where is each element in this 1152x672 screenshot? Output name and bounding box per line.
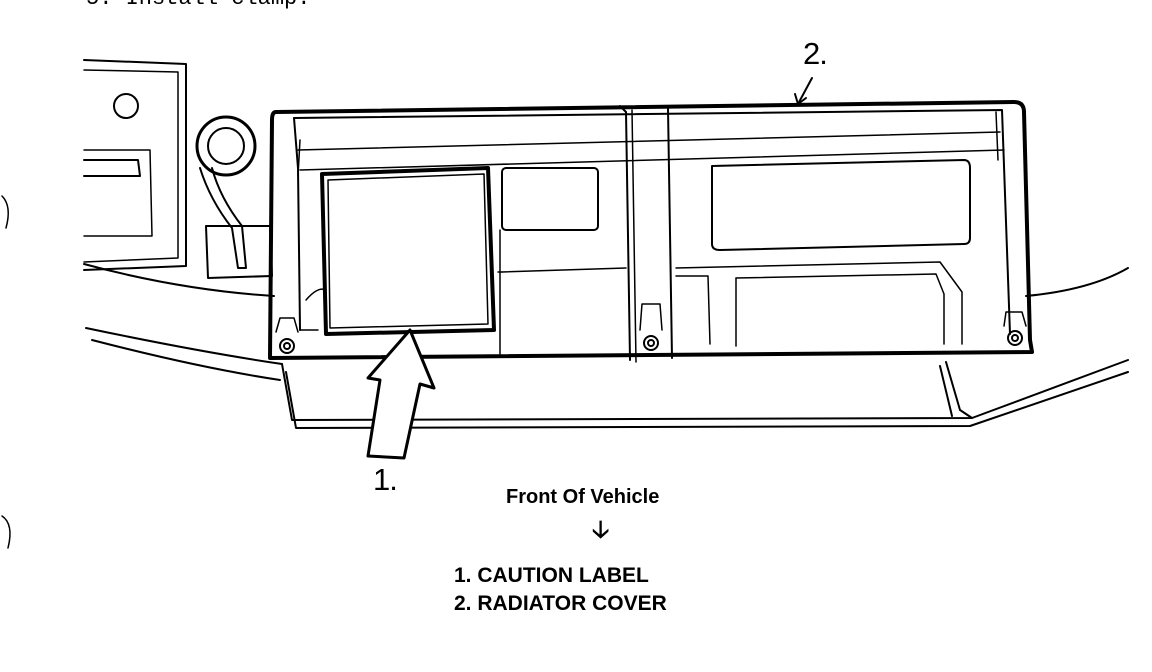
down-arrow-icon: 🡣 — [592, 516, 610, 543]
edge-fragment-left-2 — [1, 515, 11, 549]
cover-bolt-left — [275, 317, 299, 354]
edge-fragment-left-1 — [1, 195, 9, 229]
label-pointer-arrow — [366, 328, 436, 460]
callout-1: 1. — [373, 462, 398, 497]
header-instruction-partial: 5. Install clamp. — [86, 0, 310, 11]
legend: 1. CAUTION LABEL 2. RADIATOR COVER — [454, 562, 667, 618]
cover-bolt-center — [639, 303, 663, 351]
legend-item-caution-label: 1. CAUTION LABEL — [454, 564, 649, 587]
leader-line-2-head — [794, 93, 807, 105]
left-panel-assembly — [83, 59, 273, 279]
cover-bolt-right — [1003, 311, 1027, 346]
radiator-cover — [268, 100, 1034, 363]
leader-line-2 — [797, 77, 813, 105]
legend-item-radiator-cover: 2. RADIATOR COVER — [454, 592, 667, 615]
front-of-vehicle-label: Front Of Vehicle — [506, 486, 660, 508]
floor-outline — [83, 263, 1129, 429]
callout-2: 2. — [803, 36, 828, 71]
caution-label — [320, 166, 496, 336]
